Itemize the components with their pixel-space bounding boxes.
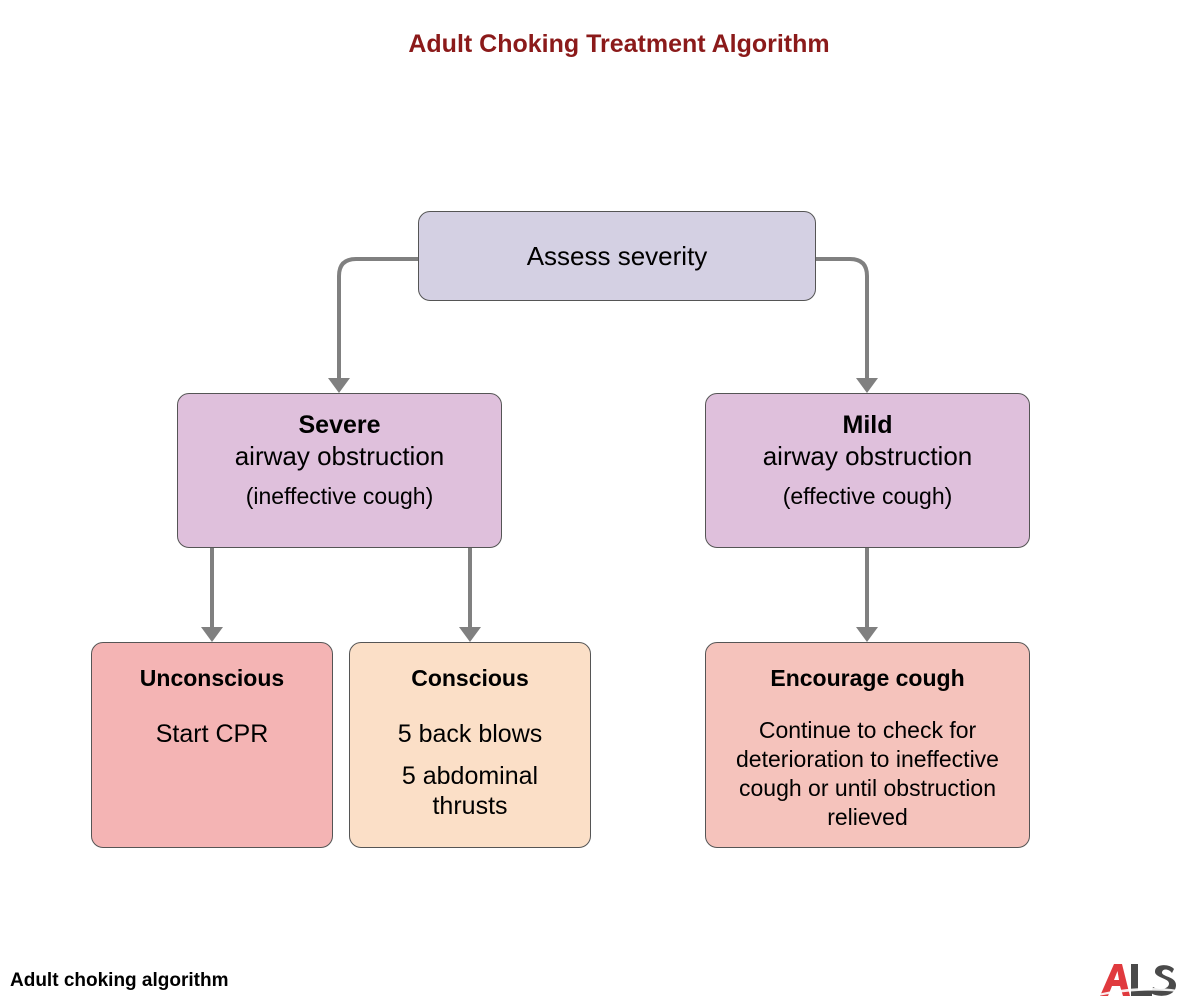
figure-caption: Adult choking algorithm (10, 970, 229, 991)
severe-subtitle: airway obstruction (234, 441, 445, 471)
als-logo (1098, 960, 1178, 1005)
mild-title: Mild (842, 411, 893, 439)
conscious-node: Conscious 5 back blows 5 abdominal thrus… (349, 642, 591, 848)
diagram-title: Adult Choking Treatment Algorithm (408, 30, 830, 58)
conscious-title: Conscious (411, 665, 529, 691)
assess-severity-label: Assess severity (526, 240, 708, 271)
unconscious-node: Unconscious Start CPR (91, 642, 333, 848)
conscious-action-back-blows: 5 back blows (397, 720, 543, 748)
encourage-cough-node: Encourage cough Continue to check for de… (705, 642, 1030, 848)
mild-subtitle: airway obstruction (762, 441, 973, 471)
severe-note: (ineffective cough) (245, 483, 434, 509)
conscious-action-abdominal-thrusts: 5 abdominal thrusts (401, 762, 539, 820)
arrowhead-severe (328, 378, 350, 393)
arrowhead-conscious (459, 627, 481, 642)
arrowhead-encourage (856, 627, 878, 642)
arrowhead-unconscious (201, 627, 223, 642)
arrow-assess-to-mild (816, 257, 869, 380)
unconscious-title: Unconscious (139, 665, 285, 691)
assess-severity-node: Assess severity (418, 211, 816, 301)
unconscious-action: Start CPR (155, 720, 269, 748)
encourage-title: Encourage cough (770, 665, 965, 691)
mild-note: (effective cough) (782, 483, 953, 509)
arrowhead-mild (856, 378, 878, 393)
mild-obstruction-node: Mild airway obstruction (effective cough… (705, 393, 1030, 548)
arrow-assess-to-severe (337, 257, 418, 380)
als-logo-mark (1098, 964, 1178, 996)
severe-title: Severe (298, 411, 381, 439)
encourage-detail: Continue to check for deterioration to i… (736, 717, 999, 830)
severe-obstruction-node: Severe airway obstruction (ineffective c… (177, 393, 502, 548)
